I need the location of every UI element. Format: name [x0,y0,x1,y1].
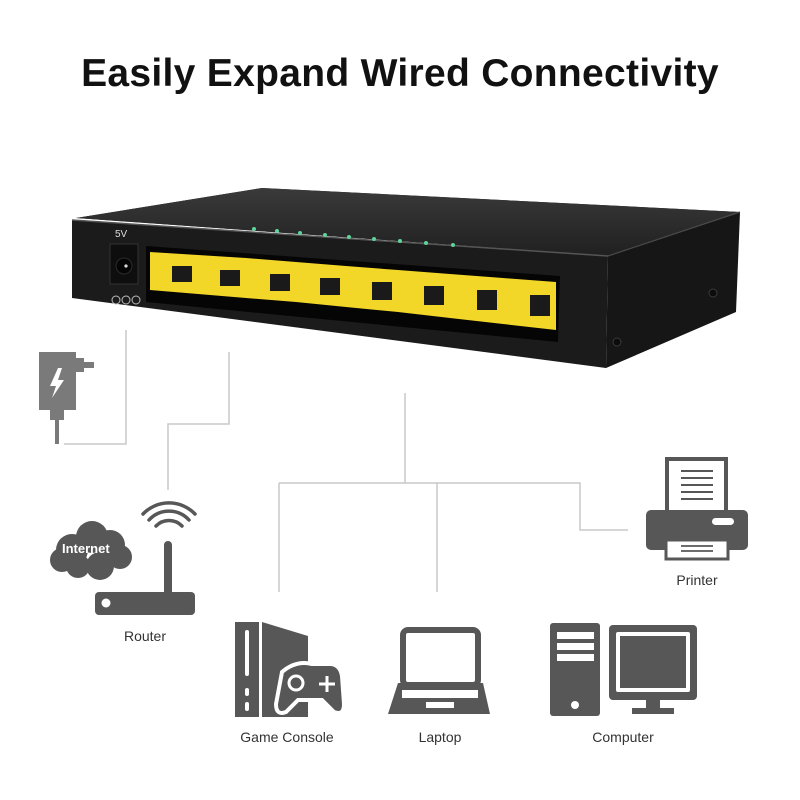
network-switch [71,188,741,368]
cloud-icon [50,521,132,580]
router-icon [95,501,197,615]
computer-icon [550,623,697,716]
laptop-label: Laptop [418,729,462,745]
game-console-label: Game Console [240,729,334,745]
power-label: 5V [115,229,128,240]
power-adapter-icon [39,352,94,444]
connection-lines [64,330,628,592]
laptop-icon [388,627,490,714]
router-label: Router [123,628,167,644]
printer-label: Printer [676,572,718,588]
internet-label: Internet [62,541,110,556]
game-console-icon [235,622,347,717]
computer-label: Computer [592,729,654,745]
page-title: Easily Expand Wired Connectivity [81,52,719,95]
printer-icon [646,457,748,561]
